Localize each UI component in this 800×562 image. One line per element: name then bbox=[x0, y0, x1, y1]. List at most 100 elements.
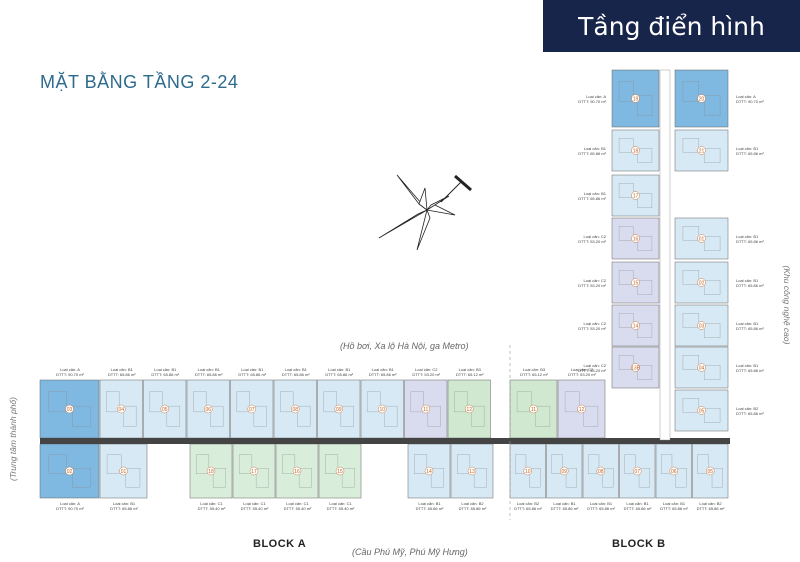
unit-number-badge bbox=[465, 404, 474, 414]
label-right-direction: (Khu công nghệ cao) bbox=[782, 265, 792, 345]
room-outline bbox=[618, 81, 634, 102]
room-outline bbox=[471, 405, 485, 427]
room-outline bbox=[255, 468, 269, 488]
unit-type-label: Loại căn: C1 bbox=[200, 501, 223, 506]
room-outline bbox=[414, 454, 428, 474]
label-bottom-direction: (Cầu Phú Mỹ, Phú Mỹ Hưng) bbox=[352, 547, 468, 557]
unit-type-label: Loại căn: B1 bbox=[590, 501, 613, 506]
unit-number: 05 bbox=[699, 408, 705, 414]
page-badge: Tầng điển hình bbox=[543, 0, 800, 52]
unit-number-badge bbox=[204, 404, 213, 414]
unit-type-label: Loại căn: B1 bbox=[663, 501, 686, 506]
unit-number: 08 bbox=[598, 469, 604, 475]
unit-shape bbox=[99, 443, 148, 499]
unit-number-badge bbox=[697, 234, 706, 243]
unit-type-label: Loại căn: A bbox=[60, 367, 80, 372]
unit-number-badge bbox=[631, 191, 640, 200]
unit-number: 18 bbox=[633, 148, 639, 154]
room-outline bbox=[682, 355, 700, 370]
unit-number-badge bbox=[697, 146, 706, 155]
room-outline bbox=[661, 454, 673, 474]
unit-area-label: DTTT: 65.12 m² bbox=[520, 372, 548, 377]
unit-area-label: DTTT: 65.86 m² bbox=[587, 506, 615, 511]
unit-number-badge bbox=[65, 466, 74, 476]
room-outline bbox=[253, 405, 267, 427]
room-outline bbox=[704, 148, 721, 163]
unit-number: 19 bbox=[633, 96, 639, 102]
unit-type-label: Loại căn: C1 bbox=[329, 501, 352, 506]
unit-number-badge bbox=[206, 466, 216, 476]
unit-number-badge bbox=[631, 321, 640, 330]
unit-area-label: DTTT: 65.86 m² bbox=[110, 506, 138, 511]
unit-area-label: DTTT: 55.40 m² bbox=[284, 506, 312, 511]
room-outline bbox=[682, 313, 700, 328]
room-outline bbox=[106, 454, 122, 474]
room-outline bbox=[410, 391, 424, 413]
unit-number-badge bbox=[119, 466, 128, 476]
unit-type-label: Loại căn: A bbox=[60, 501, 80, 506]
room-outline bbox=[106, 391, 120, 413]
room-outline bbox=[72, 405, 91, 427]
unit-number: 01 bbox=[699, 236, 705, 242]
unit-number: 05 bbox=[707, 469, 713, 475]
unit-area-label: DTTT: 65.86 m² bbox=[369, 372, 397, 377]
room-outline bbox=[637, 365, 653, 380]
unit-area-label: DTTT: 65.86 m² bbox=[551, 506, 579, 511]
unit-type-label: Loại căn: B1 bbox=[553, 501, 576, 506]
unit-number-badge bbox=[697, 321, 706, 330]
unit-number-badge bbox=[529, 404, 538, 414]
unit-number: 04 bbox=[118, 407, 124, 413]
unit-number-badge bbox=[523, 466, 532, 476]
room-outline bbox=[704, 95, 721, 116]
room-outline bbox=[637, 148, 653, 163]
room-outline bbox=[704, 323, 721, 338]
room-outline bbox=[196, 454, 210, 474]
unit-number: 14 bbox=[426, 469, 432, 475]
unit-type-label: Loại căn: B1 bbox=[736, 321, 759, 326]
unit-type-label: Loại căn: B1 bbox=[736, 146, 759, 151]
room-outline bbox=[697, 454, 709, 474]
unit-type-label: Loại căn: A bbox=[586, 94, 606, 99]
unit-type-label: Loại căn: C2 bbox=[584, 363, 607, 368]
